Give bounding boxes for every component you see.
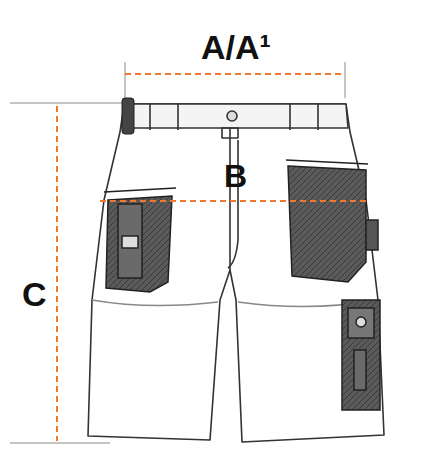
dimension-label: B [224,160,247,192]
dimension-label: A/A¹ [201,30,271,64]
dimension-label: C [22,277,47,311]
